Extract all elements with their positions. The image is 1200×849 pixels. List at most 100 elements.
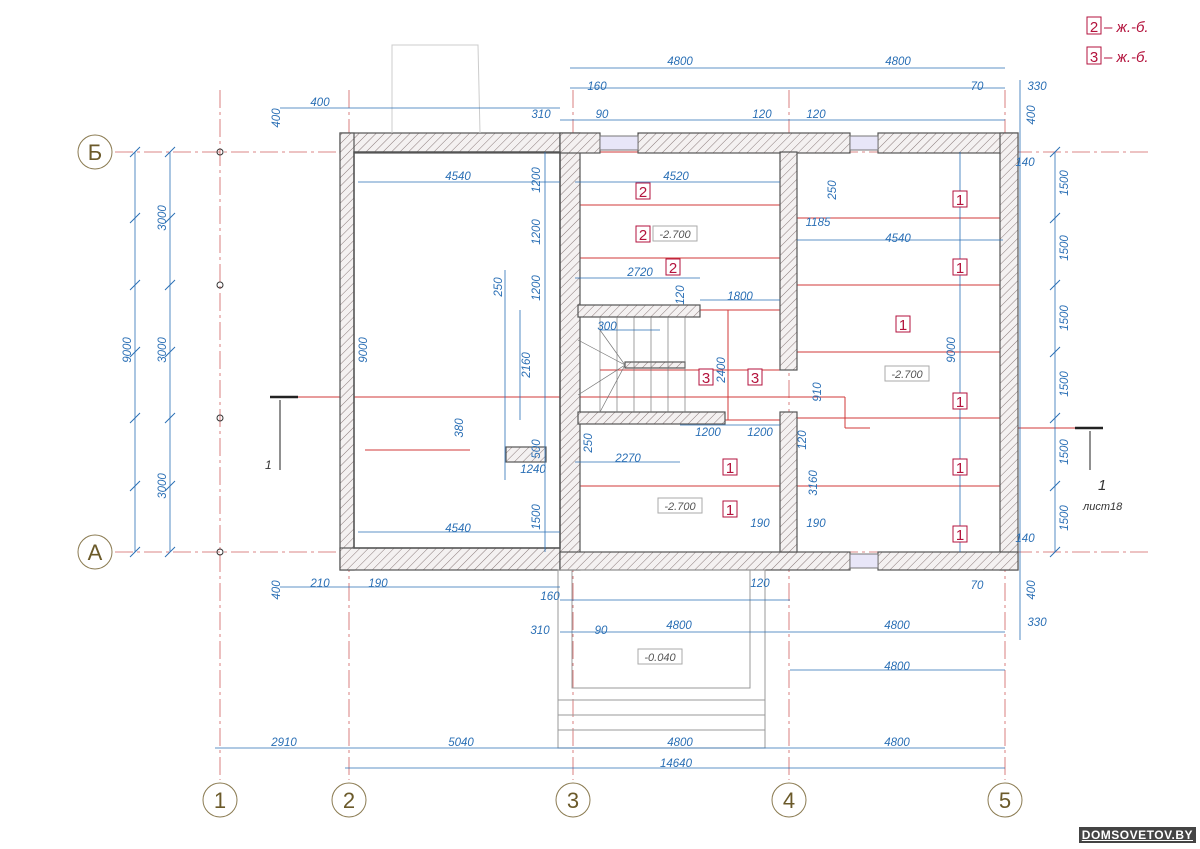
level-mark: -2.700 — [664, 501, 696, 513]
dimension-label: 400 — [271, 108, 283, 128]
window — [849, 135, 879, 151]
dimension-label: 70 — [971, 580, 984, 592]
room-outline — [353, 151, 561, 549]
dimension-label: 3000 — [157, 337, 169, 363]
slab-mark-box — [952, 392, 968, 410]
dimension-label: 1800 — [727, 291, 753, 303]
slab-mark: 1 — [956, 460, 964, 477]
slab-mark-box — [952, 258, 968, 276]
axis-label: Б — [88, 140, 102, 165]
dimension-label: 1200 — [531, 275, 543, 301]
dimension-label: 210 — [309, 578, 330, 590]
dimension-label: 4800 — [884, 620, 910, 632]
dimension-label: 140 — [1015, 533, 1035, 545]
slab-mark: 1 — [899, 317, 907, 334]
wall — [559, 132, 581, 571]
dimension-label: 4540 — [885, 233, 911, 245]
slab-mark-box — [722, 458, 738, 476]
slab-mark: 3 — [702, 370, 710, 387]
level-mark: -0.040 — [644, 652, 676, 664]
axis-bubble — [331, 782, 367, 818]
dimension-label: 250 — [493, 277, 505, 298]
window — [849, 553, 879, 569]
slab-mark: 1 — [956, 527, 964, 544]
slab-mark-box — [722, 500, 738, 518]
dimension-label: 400 — [1026, 105, 1038, 125]
dimension-label: 190 — [750, 518, 770, 530]
wall — [339, 132, 561, 154]
dimension-label: 160 — [587, 81, 607, 93]
walls — [339, 44, 1019, 749]
dimension-tick — [1049, 412, 1061, 424]
legend-text: – ж.-б. — [1103, 49, 1149, 66]
dimension-label: 160 — [540, 591, 560, 603]
axis-label: 2 — [343, 788, 355, 813]
stair-winders — [577, 329, 626, 413]
legend-mark: 3 — [1090, 49, 1098, 66]
dimension-label: 120 — [806, 109, 826, 121]
dimension-label: 70 — [971, 81, 984, 93]
dimension-tick — [129, 346, 141, 358]
dimension-label: 90 — [596, 109, 609, 121]
dimension-label: 9000 — [358, 337, 370, 363]
slab-mark: 1 — [956, 260, 964, 277]
dimension-label: 330 — [1027, 81, 1047, 93]
dimension-tick — [164, 346, 176, 358]
dimension-label: 400 — [271, 580, 283, 600]
wall — [637, 132, 851, 154]
dimension-tick — [164, 412, 176, 424]
dimension-tick — [164, 146, 176, 158]
slab-mark-box — [895, 315, 911, 333]
dimension-tick — [164, 546, 176, 558]
axis-bubble — [202, 782, 238, 818]
slab-mark: 2 — [639, 227, 647, 244]
slab-mark: 1 — [956, 394, 964, 411]
legend-mark-box — [1086, 16, 1102, 35]
dimension-tick — [129, 212, 141, 224]
wall — [577, 304, 701, 318]
dimension-label: 9000 — [946, 337, 958, 363]
slab-mark-box — [952, 525, 968, 543]
wall — [339, 547, 561, 571]
level-box — [657, 497, 703, 514]
dimension-label: 120 — [752, 109, 772, 121]
slab-mark-box — [952, 190, 968, 208]
axis-bubble — [987, 782, 1023, 818]
dimension-label: 500 — [531, 439, 543, 459]
dimension-label: 1500 — [1059, 170, 1071, 196]
dimension-label: 4800 — [885, 56, 911, 68]
dimension-label: 330 — [1027, 617, 1047, 629]
slab-mark: 1 — [726, 460, 734, 477]
axis-label: 4 — [783, 788, 795, 813]
dimension-label: 190 — [806, 518, 826, 530]
dimension-label: 1240 — [520, 464, 546, 476]
level-mark: -2.700 — [659, 229, 691, 241]
dimension-label: 2910 — [270, 737, 297, 749]
beam-lines — [275, 140, 1100, 560]
axis-bubble — [77, 134, 113, 170]
dimension-label: 310 — [530, 625, 550, 637]
legend-text: – ж.-б. — [1103, 19, 1149, 36]
dimension-label: 120 — [675, 285, 687, 305]
dimension-label: 1500 — [531, 504, 543, 530]
wall — [339, 132, 355, 571]
window — [599, 135, 639, 151]
dimension-label: 5040 — [448, 737, 474, 749]
dimension-label: 2720 — [626, 267, 653, 279]
dimension-label: 3000 — [157, 205, 169, 231]
dimension-tick — [1049, 146, 1061, 158]
watermark: DOMSOVETOV.BY — [1078, 827, 1196, 843]
section-label-right: 1 — [1098, 477, 1106, 494]
dimension-label: 4800 — [667, 737, 693, 749]
slab-mark-box — [635, 182, 651, 200]
dimension-label: 1500 — [1059, 439, 1071, 465]
dimension-label: 190 — [368, 578, 388, 590]
dimension-tick — [129, 412, 141, 424]
dimension-label: 120 — [797, 430, 809, 450]
dimension-tick — [164, 279, 176, 291]
axis-bubble — [555, 782, 591, 818]
grid-node — [216, 148, 224, 156]
outline-above — [391, 44, 481, 134]
dimension-label: 2160 — [521, 352, 533, 379]
